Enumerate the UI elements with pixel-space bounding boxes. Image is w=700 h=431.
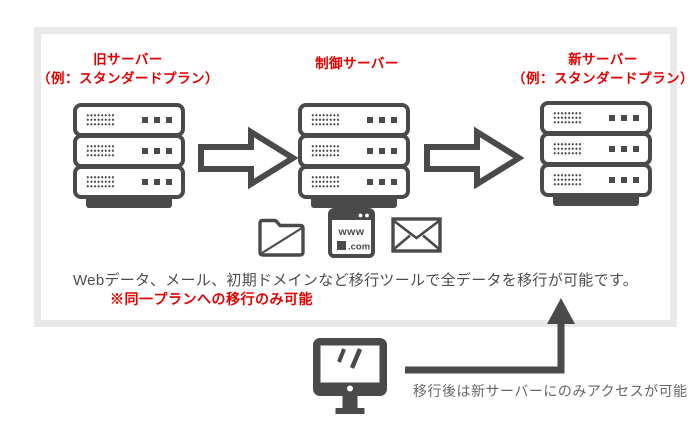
monitor-icon	[311, 336, 389, 414]
old-server-icon	[73, 103, 185, 208]
control-server-label: 制御サーバー	[257, 55, 457, 74]
new-server-subtitle: （例：スタンダードプラン）	[512, 70, 694, 86]
old-server-subtitle: （例：スタンダードプラン）	[37, 70, 219, 86]
server-base	[86, 199, 172, 208]
server-unit	[298, 134, 410, 168]
mail-icon	[391, 217, 442, 253]
arrow-right-icon	[424, 126, 524, 190]
server-vents	[311, 113, 340, 127]
server-vents	[553, 142, 582, 156]
server-leds	[141, 178, 172, 186]
new-server-icon	[540, 101, 652, 206]
server-leds	[366, 116, 397, 124]
server-vents	[553, 111, 582, 125]
server-vents	[553, 173, 582, 187]
server-unit	[298, 165, 410, 199]
server-leds	[608, 114, 639, 122]
server-leds	[366, 147, 397, 155]
server-base	[553, 197, 639, 206]
server-leds	[608, 176, 639, 184]
control-server-title: 制御サーバー	[315, 56, 399, 71]
server-unit	[73, 134, 185, 168]
server-unit	[540, 163, 652, 197]
browser-www-text: www	[337, 226, 364, 238]
new-server-label: 新サーバー （例：スタンダードプラン）	[503, 51, 700, 89]
server-unit	[540, 132, 652, 166]
new-server-title: 新サーバー	[568, 52, 638, 67]
access-note: 移行後は新サーバーにのみアクセスが可能	[413, 383, 688, 399]
server-unit	[73, 165, 185, 199]
server-leds	[366, 178, 397, 186]
old-server-label: 旧サーバー （例：スタンダードプラン）	[28, 51, 228, 89]
folder-icon	[257, 212, 306, 257]
server-vents	[311, 175, 340, 189]
server-leds	[141, 147, 172, 155]
server-vents	[86, 144, 115, 158]
server-leds	[141, 116, 172, 124]
server-unit	[73, 103, 185, 137]
migration-description: Webデータ、メール、初期ドメインなど移行ツールで全データを移行が可能です。	[72, 272, 639, 289]
server-unit	[298, 103, 410, 137]
server-unit	[540, 101, 652, 135]
same-plan-note: ※同一プランへの移行のみ可能	[110, 291, 313, 307]
server-vents	[311, 144, 340, 158]
server-vents	[86, 175, 115, 189]
access-arrow	[400, 294, 580, 378]
server-vents	[86, 113, 115, 127]
arrow-right-icon	[198, 126, 298, 190]
browser-com-text: .com	[348, 242, 370, 253]
server-base	[311, 199, 397, 208]
control-server-icon	[298, 103, 410, 208]
server-leds	[608, 145, 639, 153]
old-server-title: 旧サーバー	[93, 52, 163, 67]
browser-icon: www .com	[328, 208, 375, 258]
